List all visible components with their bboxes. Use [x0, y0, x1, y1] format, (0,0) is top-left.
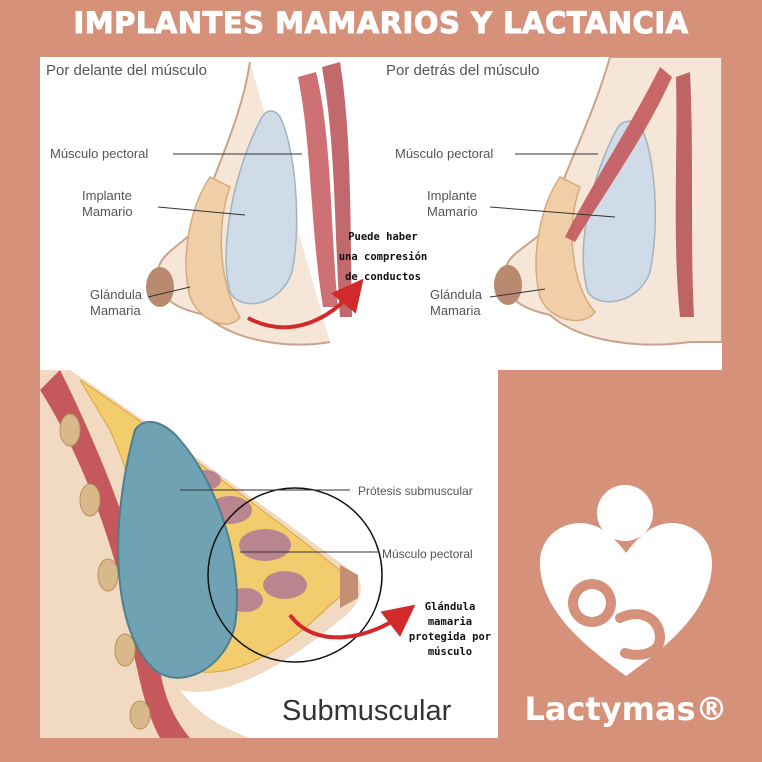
submuscular-implant-shape: [117, 420, 238, 679]
muscle-shape: [298, 72, 338, 307]
note-protected-line-3: protegida por: [408, 631, 492, 643]
note-protected-line-2: mamaria: [427, 616, 473, 628]
panel-submuscular: Prótesis submuscular Músculo pectoral Su…: [40, 370, 498, 738]
label-implant-right-1: Implante: [427, 188, 477, 203]
focus-circle: [207, 487, 383, 663]
panel-prepectoral: Por delante del músculo Músculo pectoral…: [40, 57, 360, 370]
note-protected-line-1: Glándula: [424, 601, 476, 613]
prepectoral-diagram: [40, 57, 360, 370]
page-title: IMPLANTES MAMARIOS Y LACTANCIA: [73, 6, 689, 41]
label-gland-left-1: Glándula: [90, 287, 143, 302]
nipple-shape: [146, 267, 174, 307]
panel-subpectoral: Por detrás del músculo Músculo pectoral …: [360, 57, 722, 370]
rib-shapes: [59, 413, 151, 730]
caption-submuscular: Submuscular: [282, 695, 452, 727]
note-compression-line-3: de conductos: [345, 271, 421, 283]
label-gland-left-2: Mamaria: [90, 303, 141, 318]
note-protected: Glándula mamaria protegida por músculo: [400, 600, 500, 660]
caption-subpectoral: Por detrás del músculo: [386, 62, 540, 79]
submuscular-diagram: [40, 370, 383, 738]
muscle-shape-right: [565, 67, 672, 242]
implant-shape: [225, 110, 298, 305]
label-gland-right-1: Glándula: [430, 287, 483, 302]
label-muscle-left: Músculo pectoral: [50, 146, 149, 161]
brand-block: Lactymas®: [500, 468, 752, 738]
nipple-shape-right: [494, 265, 522, 305]
label-prosthesis: Prótesis submuscular: [358, 484, 473, 498]
gland-shape: [185, 176, 241, 325]
label-implant-left-1: Implante: [82, 188, 132, 203]
brand-name: Lactymas®: [524, 690, 728, 728]
label-implant-right-2: Mamario: [427, 204, 478, 219]
label-muscle-bottom: Músculo pectoral: [382, 547, 473, 561]
caption-prepectoral: Por delante del músculo: [46, 62, 207, 79]
label-gland-right-2: Mamaria: [430, 303, 481, 318]
gland-lobules: [189, 470, 307, 612]
note-compression-line-2: una compresión: [338, 251, 428, 263]
lactymas-logo-icon: [540, 485, 712, 676]
subpectoral-diagram: [489, 57, 722, 346]
label-implant-left-2: Mamario: [82, 204, 133, 219]
note-protected-line-4: músculo: [427, 646, 473, 658]
note-compression-line-1: Puede haber: [348, 231, 418, 243]
label-muscle-right: Músculo pectoral: [395, 146, 494, 161]
note-compression: Puede haber una compresión de conductos: [328, 227, 438, 287]
nipple-shape-bottom: [340, 565, 358, 608]
